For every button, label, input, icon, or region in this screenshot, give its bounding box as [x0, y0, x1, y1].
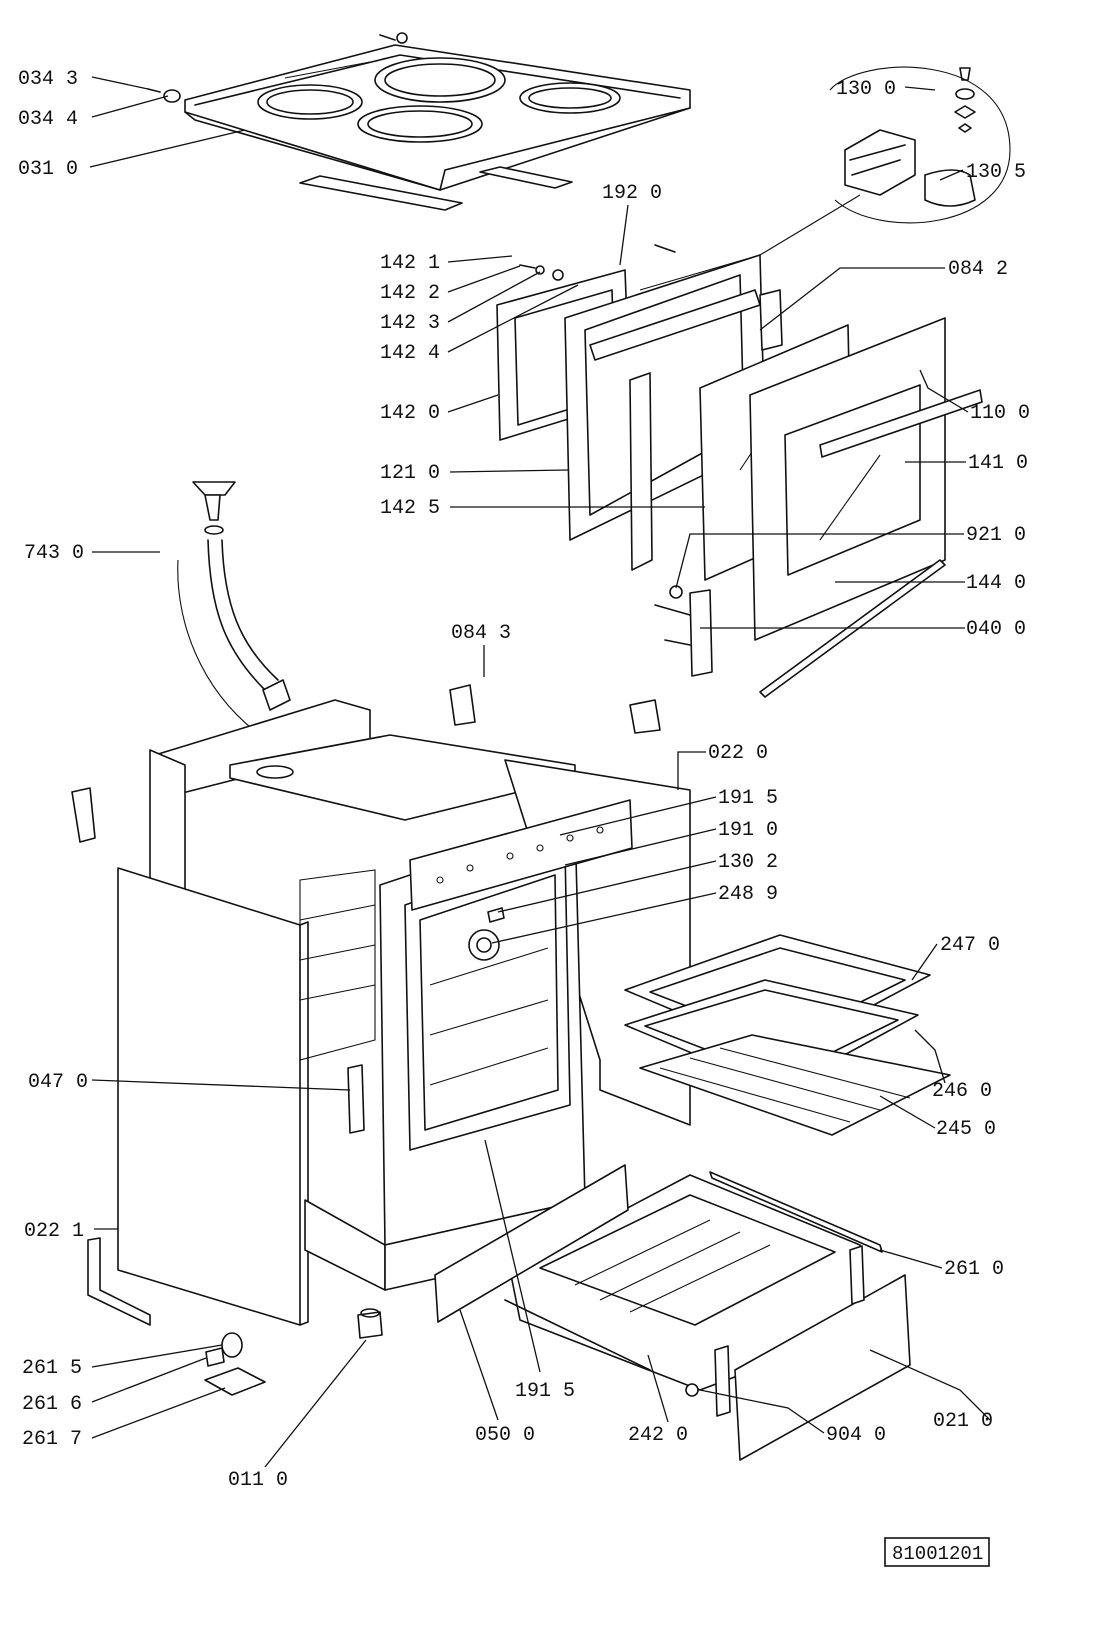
callout-022-1: 022 1	[24, 1220, 84, 1243]
grid-245-0	[639, 1034, 951, 1136]
callout-246-0: 246 0	[932, 1080, 992, 1103]
callout-191-5-top: 191 5	[718, 787, 778, 810]
door-outer-panel-141-0	[749, 317, 946, 641]
callout-121-0: 121 0	[380, 462, 440, 485]
bracket-084-3	[449, 684, 476, 726]
document-number-box: 81001201	[884, 1537, 990, 1567]
callout-034-4: 034 4	[18, 108, 78, 131]
foot-261-5	[221, 1332, 243, 1358]
callout-261-7: 261 7	[22, 1428, 82, 1451]
screw-034-3	[147, 88, 161, 93]
cabinet-left-side-022-1	[117, 867, 309, 1326]
door-side-strips	[629, 289, 783, 571]
door-lock-inset	[639, 66, 1011, 291]
callout-110-0: 110 0	[970, 402, 1030, 425]
drawer-rail-261-0	[709, 1171, 883, 1253]
control-panel-191-5	[409, 799, 633, 911]
gas-connector-011-0	[357, 1308, 383, 1339]
drawer-front-021-0	[734, 1274, 911, 1461]
callout-245-0: 245 0	[936, 1118, 996, 1141]
callout-743-0: 743 0	[24, 542, 84, 565]
callout-labels: 034 3 034 4 031 0 130 0 130 5 192 0 142 …	[18, 68, 1030, 1492]
callout-130-5: 130 5	[966, 161, 1026, 184]
bracket-right-top	[629, 699, 661, 734]
callout-142-1: 142 1	[380, 252, 440, 275]
foot-screw-261-6	[205, 1347, 225, 1367]
callout-248-9: 248 9	[718, 883, 778, 906]
foot-bracket	[87, 1237, 151, 1326]
callout-084-3: 084 3	[451, 622, 511, 645]
callout-142-3: 142 3	[380, 312, 440, 335]
callout-191-5-bottom: 191 5	[515, 1380, 575, 1403]
side-rail-047-0	[347, 1064, 365, 1134]
door-hinge-040-0	[654, 589, 713, 677]
callout-242-0: 242 0	[628, 1424, 688, 1447]
callout-050-0: 050 0	[475, 1424, 535, 1447]
callout-142-2: 142 2	[380, 282, 440, 305]
callout-130-0: 130 0	[836, 78, 896, 101]
callout-142-0: 142 0	[380, 402, 440, 425]
callout-142-4: 142 4	[380, 342, 440, 365]
callout-141-0: 141 0	[968, 452, 1028, 475]
door-screws	[519, 244, 676, 281]
callout-261-6: 261 6	[22, 1393, 82, 1416]
cooktop-hob	[184, 44, 691, 191]
callout-031-0: 031 0	[18, 158, 78, 181]
callout-011-0: 011 0	[228, 1469, 288, 1492]
callout-261-5: 261 5	[22, 1357, 82, 1380]
hob-screw-top	[379, 32, 408, 44]
callout-022-0: 022 0	[708, 742, 768, 765]
callout-921-0: 921 0	[966, 524, 1026, 547]
document-number: 81001201	[892, 1543, 983, 1565]
leader-lines	[89, 76, 991, 1468]
callout-904-0: 904 0	[826, 1424, 886, 1447]
door-handle-110-0	[819, 389, 983, 458]
callout-034-3: 034 3	[18, 68, 78, 91]
callout-047-0: 047 0	[28, 1071, 88, 1094]
callout-142-5: 142 5	[380, 497, 440, 520]
callout-130-2: 130 2	[718, 851, 778, 874]
lamp-cover-248-9	[468, 929, 500, 961]
drawer-runners	[504, 1245, 865, 1417]
callout-021-0: 021 0	[933, 1410, 993, 1433]
callout-144-0: 144 0	[966, 572, 1026, 595]
callout-084-2: 084 2	[948, 258, 1008, 281]
drawer-side-050-0	[434, 1164, 629, 1323]
oven-insulation	[299, 869, 376, 1061]
left-side-bracket	[71, 787, 96, 843]
callout-191-0: 191 0	[718, 819, 778, 842]
foot-plate-261-7	[204, 1367, 266, 1396]
callout-192-0: 192 0	[602, 182, 662, 205]
nut-034-4	[163, 89, 181, 103]
hob-mounting-brackets	[299, 166, 573, 211]
drawer-stop-904-0	[685, 1383, 699, 1397]
callout-040-0: 040 0	[966, 618, 1026, 641]
gas-hose-743-0	[177, 481, 291, 736]
callout-261-0: 261 0	[944, 1258, 1004, 1281]
callout-247-0: 247 0	[940, 934, 1000, 957]
